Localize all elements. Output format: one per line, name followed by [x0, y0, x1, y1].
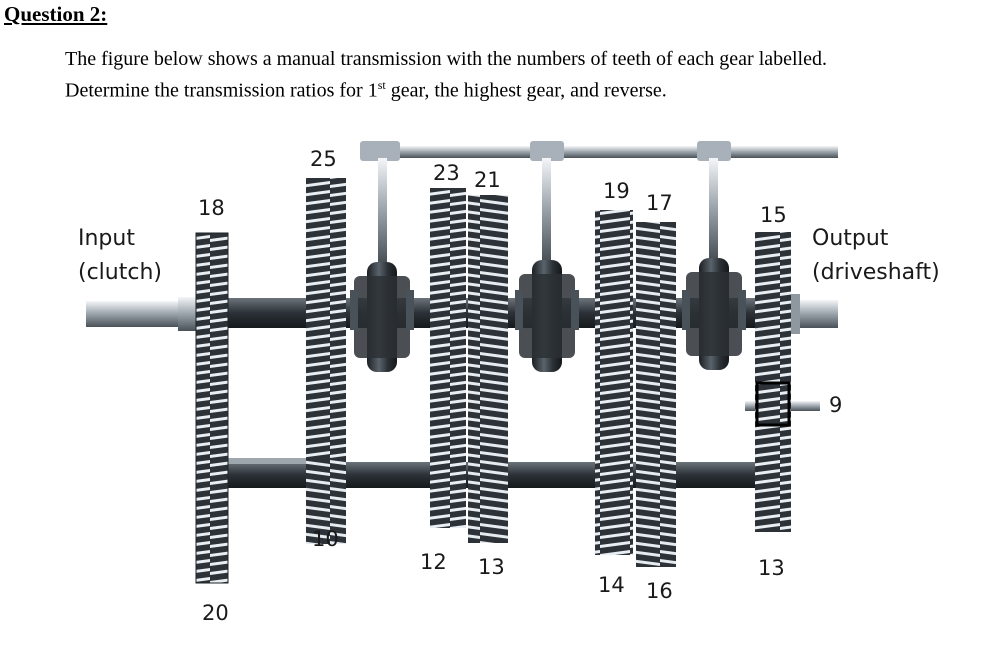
teeth-input-top: 18 [198, 196, 225, 220]
teeth-3rd-counter: 13 [478, 555, 505, 579]
teeth-1st-counter: 10 [312, 527, 339, 551]
teeth-3rd-main: 21 [474, 168, 501, 192]
question-title: Question 2: [4, 2, 108, 26]
gear-1st [306, 178, 346, 544]
output-label: Output [812, 226, 889, 251]
synchro-hub-5-r [682, 258, 746, 370]
teeth-5th-main: 17 [646, 191, 673, 215]
teeth-5th-counter: 16 [646, 579, 673, 603]
gear-5th [636, 222, 676, 567]
teeth-reverse-counter: 13 [758, 556, 785, 580]
output-shaft [790, 294, 838, 334]
gear-input [195, 232, 229, 584]
teeth-idler: 9 [829, 393, 842, 417]
shift-forks [378, 158, 718, 262]
teeth-2nd-counter: 12 [420, 550, 447, 574]
input-shaft [86, 297, 196, 331]
gear-3rd [468, 195, 508, 543]
gear-4th [595, 210, 633, 555]
gear-2nd [430, 188, 466, 528]
question-text: The figure below shows a manual transmis… [65, 46, 965, 104]
output-sub-label: (driveshaft) [812, 260, 940, 285]
teeth-input-counter: 20 [202, 601, 229, 625]
input-sub-label: (clutch) [78, 260, 162, 285]
idler-gear-box [755, 381, 791, 427]
teeth-4th-main: 19 [603, 179, 630, 203]
synchro-hub-3-4 [515, 260, 579, 372]
teeth-2nd-main: 23 [433, 161, 460, 185]
teeth-1st-main: 25 [310, 147, 337, 171]
question-line-2: Determine the transmission ratios for 1s… [65, 78, 667, 102]
selector-rail [360, 141, 838, 161]
input-label: Input [78, 226, 135, 251]
teeth-reverse-main: 15 [760, 203, 787, 227]
synchro-hub-1-2 [350, 262, 414, 372]
teeth-4th-counter: 14 [598, 573, 625, 597]
question-line-1: The figure below shows a manual transmis… [65, 48, 827, 70]
